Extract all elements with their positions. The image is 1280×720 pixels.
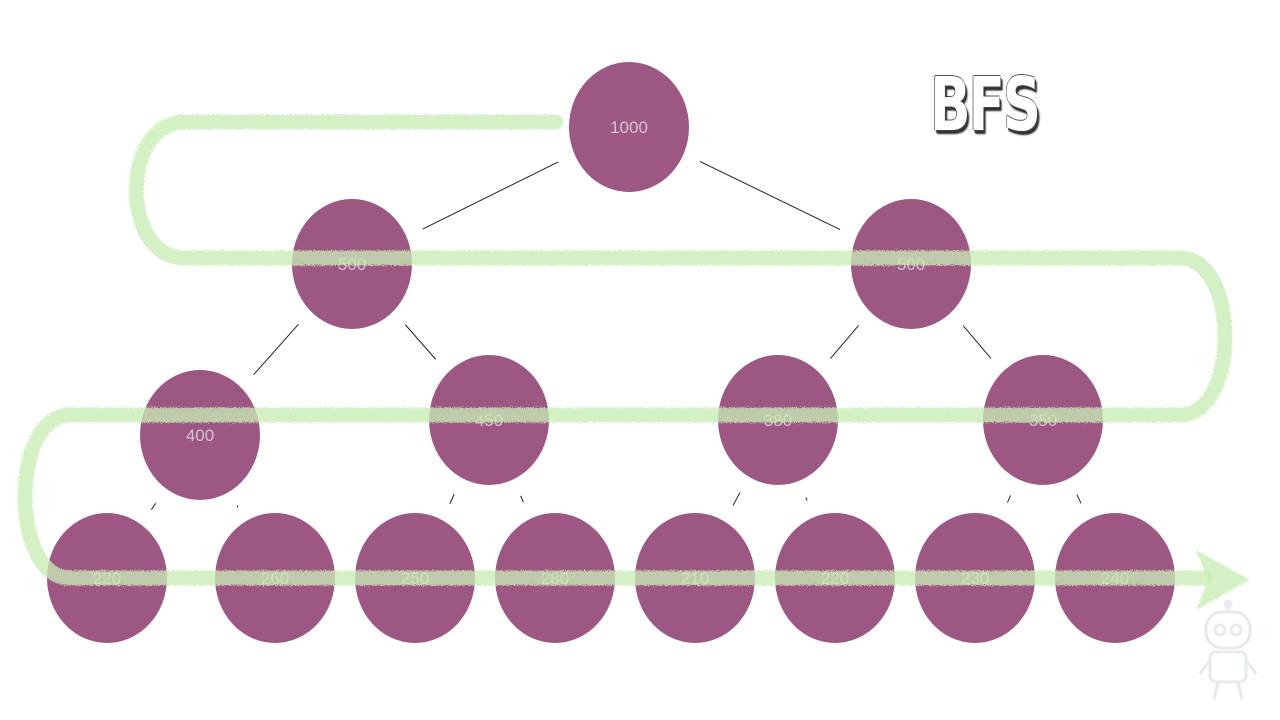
robot-icon bbox=[1198, 600, 1258, 701]
tree-node: 1000 bbox=[569, 62, 689, 192]
bfs-traversal-path bbox=[17, 114, 1233, 586]
node-circle bbox=[569, 62, 689, 192]
diagram-title: BFS bbox=[930, 62, 1041, 148]
edges-layer bbox=[150, 161, 1082, 511]
tree-edge bbox=[805, 497, 808, 501]
tree-edge bbox=[449, 494, 455, 504]
tree-edge bbox=[253, 323, 299, 376]
node-circle bbox=[140, 370, 260, 500]
traversal-arrowhead bbox=[1196, 550, 1250, 610]
tree-edge bbox=[404, 324, 437, 360]
tree-edge bbox=[1007, 495, 1011, 503]
tree-edge bbox=[1076, 494, 1082, 504]
node-label: 400 bbox=[186, 426, 214, 445]
tree-edge bbox=[699, 161, 841, 230]
tree-edge bbox=[830, 325, 859, 359]
tree-edge bbox=[422, 161, 559, 230]
tree-edge bbox=[150, 502, 157, 511]
tree-edge bbox=[732, 492, 741, 506]
node-label: 1000 bbox=[610, 118, 648, 137]
tree-edge bbox=[236, 505, 239, 508]
tree-node: 400 bbox=[140, 370, 260, 500]
traversal-path bbox=[17, 114, 1250, 610]
tree-edge bbox=[962, 325, 992, 359]
tree-edge bbox=[520, 495, 524, 503]
